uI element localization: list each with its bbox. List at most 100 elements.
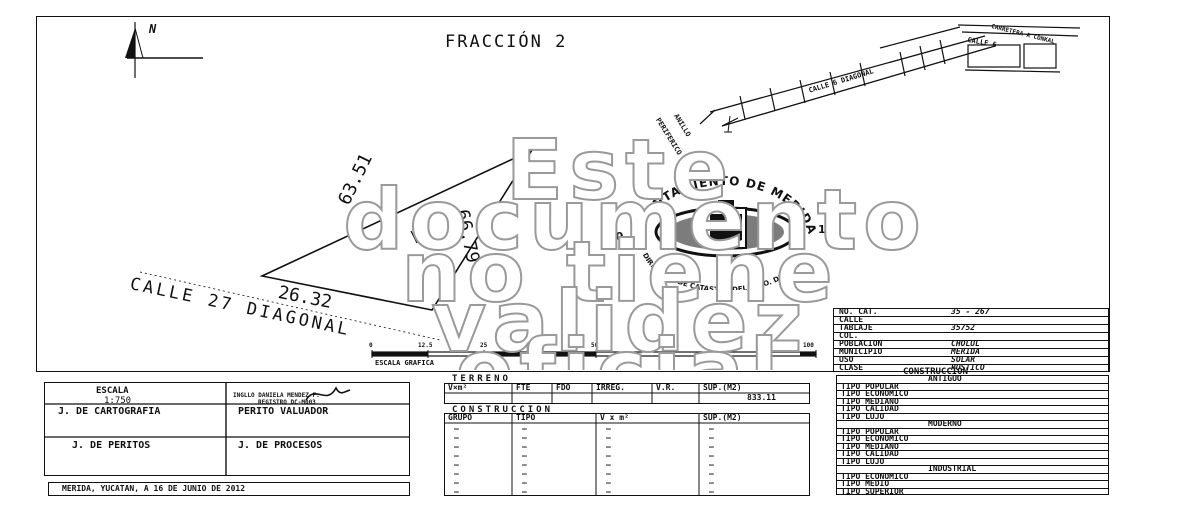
property-value: CHOLUL (951, 339, 980, 348)
construccion-cell: — (454, 424, 459, 433)
property-row-divider (833, 356, 1109, 357)
construccion-cell: — (454, 442, 459, 451)
construccion-title: CONSTRUCCION (452, 405, 554, 415)
property-label: TABLAJE (839, 323, 873, 332)
property-row-divider (833, 324, 1109, 325)
construccion-cell: — (522, 460, 527, 469)
date-line: MERIDA, YUCATAN, A 16 DE JUNIO DE 2012 (62, 484, 246, 493)
construccion-section-header: ANTIGUO (928, 374, 962, 383)
construccion-cell: — (522, 487, 527, 496)
construccion-cell: — (522, 451, 527, 460)
construccion-header: SUP.(M2) (703, 413, 742, 422)
construccion-section-header: INDUSTRIAL (928, 464, 977, 473)
map-panel (36, 16, 1110, 372)
construccion-type-item: TIPO ECONOMICO (841, 389, 909, 398)
construccion-section-divider (836, 420, 1109, 421)
construccion-cell: — (606, 487, 611, 496)
construccion-cell: — (709, 460, 714, 469)
terreno-value: 833.11 (747, 393, 776, 402)
construccion-cell: — (454, 487, 459, 496)
jefe-cartografia: J. DE CARTOGRAFIA (58, 406, 161, 417)
construccion-type-item: TIPO CALIDAD (841, 449, 899, 458)
construccion-cell: — (709, 469, 714, 478)
construccion-type-divider (836, 382, 1109, 384)
construccion-cell: — (709, 451, 714, 460)
property-label: POBLACION (839, 339, 883, 348)
construccion-section-header: MODERNO (928, 419, 962, 428)
north-arrow-icon (125, 22, 203, 78)
construccion-type-divider (836, 427, 1109, 429)
watermark-line-5: oficial (400, 330, 840, 370)
scale-tick-3: 50 (591, 342, 599, 349)
construccion-section-divider (836, 465, 1109, 466)
construccion-cell: — (522, 433, 527, 442)
perito-registro: REGISTRO DC-M003 (258, 399, 316, 406)
construccion-header: TIPO (516, 413, 536, 422)
construccion-type-item: TIPO SUPERIOR (841, 486, 904, 496)
watermark-line-4: validez (430, 273, 809, 371)
municipal-seal-icon: AYUNTAMIENTO DE MERIDA DIRECCION DE CATA… (608, 174, 833, 290)
property-label: CLASE (839, 363, 864, 372)
construccion-type-item: TIPO POPULAR (841, 426, 899, 436)
seal-left-number: 10 (608, 230, 624, 243)
property-label: MUNICIPIO (839, 347, 883, 356)
construccion-cell: — (606, 442, 611, 451)
construccion-type-divider (836, 405, 1109, 406)
terreno-header: IRREG. (596, 383, 625, 392)
property-value: SOLAR (951, 355, 976, 364)
construccion-table (444, 413, 810, 496)
construccion-type-item: TIPO ECONOMICO (841, 471, 909, 481)
construccion-type-divider (836, 457, 1109, 459)
construccion-cell: — (454, 433, 459, 442)
construccion-cell: — (522, 469, 527, 478)
property-value: 35752 (951, 323, 976, 332)
perito-valuador: PERITO VALUADOR (238, 406, 329, 417)
construccion-type-divider (836, 390, 1109, 391)
property-row-divider (833, 364, 1109, 365)
construccion-cell: — (606, 451, 611, 460)
construccion-type-item: TIPO POPULAR (841, 381, 899, 391)
terreno-header: FDO (556, 383, 571, 392)
terreno-header: FTE (516, 383, 531, 392)
watermark-line-3: no tiene (400, 223, 839, 321)
property-row-divider (833, 340, 1109, 341)
construccion-cell: — (522, 478, 527, 487)
scale-tick-0: 0 (369, 342, 373, 349)
property-label: NO. CAT. (839, 307, 878, 316)
date-box (48, 482, 410, 496)
construccion-type-item: TIPO MEDIANO (841, 441, 899, 451)
construccion-cell: — (606, 478, 611, 487)
construccion-type-item: TIPO MEDIO (841, 479, 890, 488)
escala-label: ESCALA (96, 386, 129, 396)
construccion-header: GRUPO (448, 413, 473, 422)
scale-tick-2: 25 (480, 342, 488, 349)
terreno-header: SUP.(M2) (703, 383, 742, 392)
jefe-peritos: J. DE PERITOS (72, 440, 151, 451)
construccion-cell: — (606, 460, 611, 469)
property-row-divider (833, 348, 1109, 349)
construccion-type-item: TIPO LUJO (841, 456, 885, 466)
construccion-cell: — (709, 487, 714, 496)
property-label: CALLE (839, 315, 864, 324)
terreno-grid (444, 383, 810, 404)
seal-right-number: 12 (818, 223, 833, 236)
title-block-grid (44, 382, 410, 476)
construccion-cell: — (454, 478, 459, 487)
property-row-divider (833, 316, 1109, 317)
construccion-type-divider (836, 412, 1109, 414)
property-value: MERIDA (951, 347, 980, 356)
construccion-cell: — (709, 433, 714, 442)
scale-tick-4: 100 (803, 342, 814, 349)
construccion-cell: — (454, 451, 459, 460)
property-row-divider (833, 332, 1109, 333)
construccion-cell: — (709, 478, 714, 487)
construccion-header: V x m² (600, 413, 629, 422)
construccion-cell: — (606, 433, 611, 442)
construccion-cell: — (606, 424, 611, 433)
terreno-header: V.R. (656, 383, 676, 392)
construccion-cell: — (606, 469, 611, 478)
construccion-type-divider (836, 442, 1109, 444)
property-value: RUSTICO (951, 363, 985, 372)
terreno-header: V×m² (448, 383, 468, 392)
perito-name: INGLLO DANIELA MENDEZ F. (233, 392, 320, 399)
